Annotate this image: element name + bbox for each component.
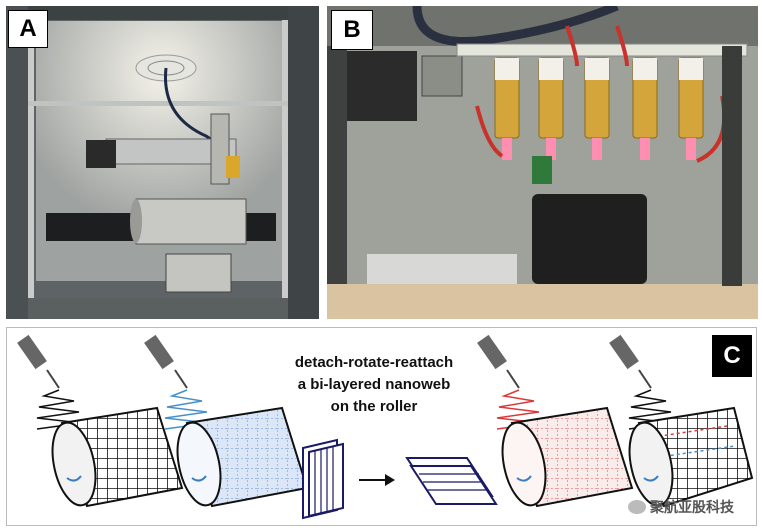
panel-c-label: C	[712, 335, 752, 377]
process-arrow	[359, 474, 395, 486]
roller-3	[501, 406, 634, 508]
caption-line-1: detach-rotate-reattach	[294, 354, 454, 371]
syringe-1	[17, 334, 82, 430]
heater-box	[532, 194, 647, 284]
panel-b-label: B	[331, 10, 373, 50]
panel-c-schematic: detach-rotate-reattach a bi-layered nano…	[6, 327, 757, 526]
panel-a-label: A	[8, 10, 48, 48]
syringe-4	[609, 334, 674, 430]
power-cable	[412, 6, 619, 47]
panel-b-photo	[327, 6, 758, 319]
bilayer-web-upright	[302, 438, 344, 520]
roller-4	[628, 406, 754, 508]
roller-1	[51, 406, 184, 508]
caption-line-3: on the roller	[330, 398, 418, 415]
collector-drum	[135, 198, 247, 245]
wechat-icon	[628, 500, 646, 514]
roller-2	[176, 406, 309, 508]
syringe-rail	[456, 43, 748, 57]
bilayer-web-rotated	[405, 457, 498, 505]
syringe-photo	[327, 6, 758, 319]
watermark: 聚航亚股科技	[628, 497, 734, 517]
process-caption: detach-rotate-reattach a bi-layered nano…	[270, 352, 478, 418]
syringe-3	[477, 334, 542, 430]
watermark-text: 聚航亚股科技	[650, 499, 734, 515]
caption-line-2: a bi-layered nanoweb	[297, 376, 451, 393]
panel-a-photo	[6, 6, 319, 319]
enclosure-photo	[6, 6, 319, 319]
process-schematic	[17, 334, 754, 520]
